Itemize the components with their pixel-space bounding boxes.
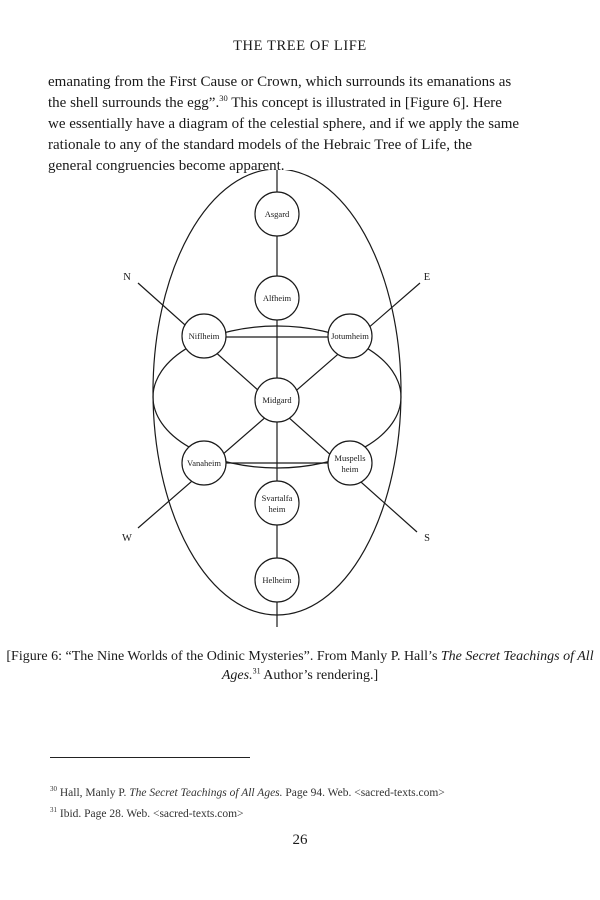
footnote-book-title: The Secret Teachings of All Ages. [129,787,283,799]
nine-worlds-diagram: N E W S Asgard Alfheim Niflheim Jotumhei… [122,170,430,627]
body-line: emanating from the First Cause or Crown,… [48,74,512,90]
body-line: general congruencies become apparent. [48,158,285,174]
world-node-alfheim: Alfheim [254,275,300,321]
world-label: Muspells [334,453,365,463]
footnote-text: Hall, Manly P. [59,787,130,799]
footnote-number: 30 [50,785,57,794]
direction-north-label: N [123,272,131,283]
running-head: THE TREE OF LIFE [233,38,367,54]
direction-south-label: S [424,533,430,544]
world-node-svartalfaheim: Svartalfa heim [254,480,300,526]
world-node-niflheim: Niflheim [181,313,227,359]
world-node-helheim: Helheim [254,557,300,603]
footnote-item: 30 Hall, Manly P. The Secret Teachings o… [50,783,560,804]
body-text-segment: This concept is illustrated in [Figure 6… [227,95,502,111]
footnotes: 30 Hall, Manly P. The Secret Teachings o… [50,783,560,825]
direction-west-label: W [122,533,132,544]
world-node-muspellsheim: Muspells heim [327,440,373,486]
world-label: Helheim [262,575,292,585]
world-label: Vanaheim [187,458,221,468]
body-paragraph: emanating from the First Cause or Crown,… [48,72,550,177]
page-number: 26 [292,832,308,848]
world-label: Asgard [265,209,290,219]
world-node-vanaheim: Vanaheim [181,440,227,486]
caption-book-title: The Secret Teachings of All Ages. [221,649,594,683]
world-label: Midgard [262,395,292,405]
world-label: Alfheim [263,293,292,303]
body-line: the shell surrounds the egg”.30 This con… [48,93,550,114]
world-node-asgard: Asgard [254,191,300,237]
world-label: Niflheim [189,331,220,341]
footnote-ref[interactable]: 31 [252,666,261,676]
body-line: rationale to any of the standard models … [48,137,473,153]
footnote-divider [50,757,250,758]
footnote-ref[interactable]: 30 [219,93,228,103]
body-line: we essentially have a diagram of the cel… [48,116,520,132]
caption-text: Author’s rendering.] [260,668,379,683]
body-text-segment: the shell surrounds the egg”. [48,95,220,111]
caption-text: [Figure 6: “The Nine Worlds of the Odini… [6,649,441,664]
world-node-midgard: Midgard [254,377,300,423]
world-node-jotumheim: Jotumheim [327,313,373,359]
direction-east-label: E [424,272,430,283]
world-label: Svartalfa [262,493,293,503]
footnote-number: 31 [50,806,57,815]
world-label: heim [342,464,359,474]
world-label: Jotumheim [331,331,369,341]
footnote-item: 31 Ibid. Page 28. Web. <sacred-texts.com… [50,804,560,825]
footnote-text: Ibid. Page 28. Web. <sacred-texts.com> [59,808,244,820]
figure-caption: [Figure 6: “The Nine Worlds of the Odini… [0,647,600,685]
world-label: heim [269,504,286,514]
footnote-text: Page 94. Web. <sacred-texts.com> [282,787,445,799]
